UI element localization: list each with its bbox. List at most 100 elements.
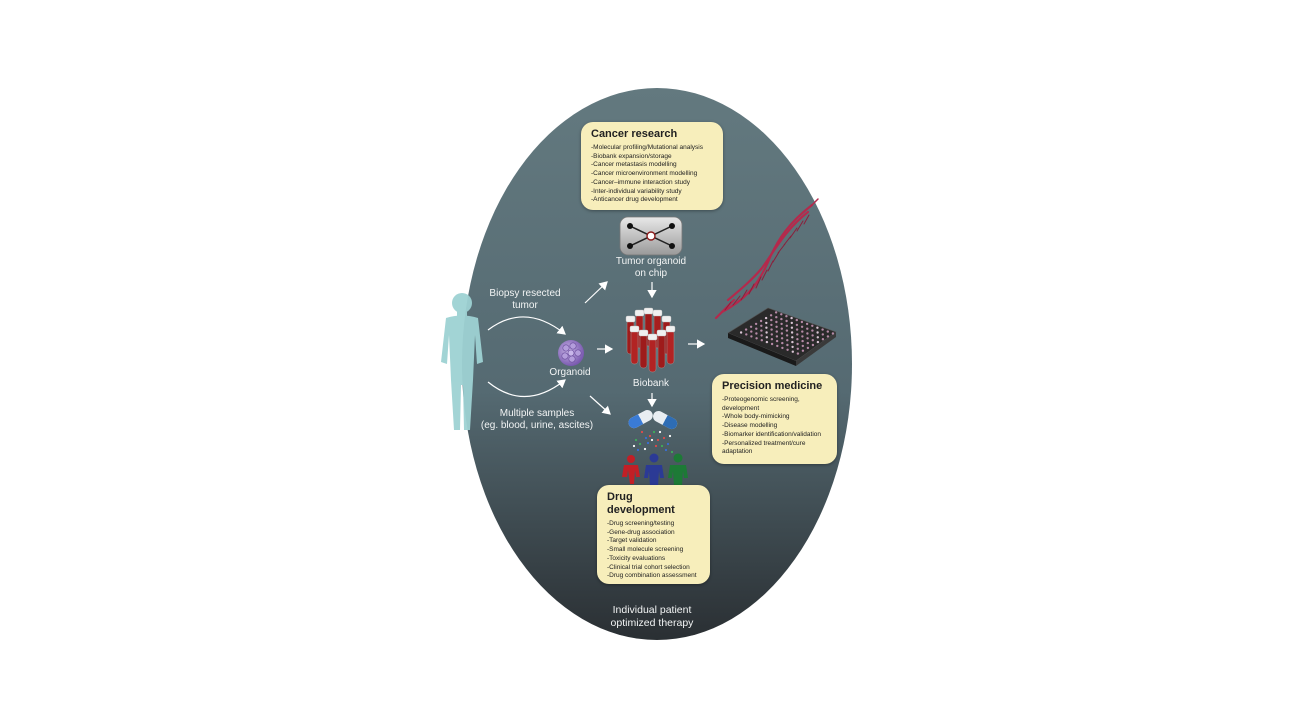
microplate-well bbox=[775, 330, 778, 333]
microplate-well bbox=[780, 327, 783, 330]
list-item: -Biomarker identification/validation bbox=[722, 430, 821, 438]
microplate-well bbox=[780, 322, 783, 326]
label-biobank: Biobank bbox=[632, 378, 670, 389]
microplate-wells bbox=[739, 311, 835, 355]
microplate-well bbox=[770, 323, 773, 327]
microplate-well bbox=[831, 332, 835, 335]
label-chip: Tumor organoid on chip bbox=[615, 256, 687, 279]
microplate-well bbox=[764, 316, 768, 320]
list-item: -Target validation bbox=[607, 537, 657, 545]
drug-particles bbox=[632, 430, 674, 454]
background-ellipse bbox=[462, 88, 852, 640]
microplate-well bbox=[816, 340, 820, 344]
microplate-well bbox=[780, 313, 783, 316]
microplate-well bbox=[770, 318, 773, 322]
list-item: -Proteogenomic screening, development bbox=[722, 396, 800, 412]
microplate-well bbox=[749, 325, 753, 328]
microplate-well bbox=[781, 341, 784, 345]
microplate-well bbox=[786, 343, 789, 347]
microplate-well bbox=[821, 333, 824, 336]
drug-development-box: Drug development -Drug screening/testing… bbox=[597, 485, 710, 584]
drug-particle bbox=[656, 438, 660, 442]
list-item: -Small molecule screening bbox=[607, 546, 684, 554]
list-item: -Personalized treatment/cure adaptation bbox=[722, 439, 806, 456]
arrow-to-chip bbox=[584, 281, 608, 304]
microplate-well bbox=[760, 334, 763, 337]
microplate-well bbox=[754, 322, 758, 326]
drug-particle bbox=[668, 434, 672, 438]
microplate-well bbox=[785, 329, 789, 332]
microplate-well bbox=[796, 338, 799, 341]
drug-particle bbox=[666, 442, 670, 446]
patient-blue bbox=[644, 453, 664, 486]
microplate-well bbox=[816, 326, 819, 329]
microplate-well bbox=[805, 322, 809, 326]
microplate-well bbox=[826, 330, 829, 333]
drug-particle bbox=[658, 430, 662, 434]
list-item: -Biobank expansion/storage bbox=[591, 152, 672, 160]
drug-particle bbox=[654, 444, 658, 448]
microplate-well bbox=[776, 344, 779, 348]
drug-particle bbox=[664, 448, 668, 452]
cancer-research-title: Cancer research bbox=[591, 128, 678, 140]
microplate-well bbox=[765, 340, 769, 344]
microplate-well bbox=[750, 335, 753, 338]
drug-particle bbox=[643, 447, 647, 451]
microplate-well bbox=[795, 323, 799, 327]
microplate-well bbox=[811, 334, 814, 337]
microplate-well bbox=[801, 349, 805, 352]
microplate-well bbox=[806, 346, 810, 350]
microplate-well bbox=[795, 328, 799, 331]
microplate-well bbox=[785, 315, 788, 318]
microplate-well bbox=[826, 335, 830, 338]
microplate-well bbox=[739, 331, 743, 334]
arrow-to-drugs bbox=[589, 395, 611, 415]
precision-medicine-title: Precision medicine bbox=[722, 380, 823, 392]
microplate-well bbox=[796, 333, 799, 336]
patients-icon bbox=[622, 453, 688, 486]
microplate-well bbox=[744, 328, 748, 331]
microplate-well bbox=[796, 342, 799, 346]
microplate-well bbox=[745, 333, 748, 336]
drug-particle bbox=[662, 436, 666, 440]
microplate-well bbox=[821, 328, 824, 331]
label-organoid: Organoid bbox=[549, 367, 591, 378]
microplate-well bbox=[816, 331, 819, 334]
microplate-well bbox=[775, 335, 779, 338]
microplate-well bbox=[780, 317, 783, 321]
microplate-well bbox=[770, 342, 774, 346]
microplate-well bbox=[769, 314, 773, 317]
list-item: -Whole body-mimicking bbox=[722, 413, 790, 421]
microplate-well bbox=[765, 326, 768, 329]
microplate-well bbox=[795, 318, 798, 322]
human-silhouette-icon bbox=[441, 293, 483, 430]
biobank-tubes-icon bbox=[625, 307, 676, 373]
drug-particle bbox=[646, 441, 650, 445]
list-item: -Anticancer drug development bbox=[591, 196, 678, 204]
drug-particle bbox=[660, 444, 664, 448]
microplate-well bbox=[790, 316, 793, 320]
microplate-well bbox=[780, 332, 784, 335]
label-biopsy: Biopsy resected tumor bbox=[489, 288, 561, 311]
microplate-well bbox=[791, 350, 794, 353]
arrow-biopsy bbox=[487, 316, 566, 335]
microplate-well bbox=[791, 340, 794, 344]
patient-green bbox=[668, 453, 688, 486]
drug-development-list: -Drug screening/testing -Gene-drug assoc… bbox=[607, 520, 700, 581]
list-item: -Molecular profiling/Mutational analysis bbox=[591, 144, 703, 151]
list-item: -Drug combination assessment bbox=[607, 572, 697, 580]
list-item: -Toxicity evaluations bbox=[607, 554, 666, 562]
drug-particle bbox=[648, 434, 652, 438]
microplate-well bbox=[760, 324, 763, 327]
precision-medicine-list: -Proteogenomic screening, development -W… bbox=[722, 396, 827, 457]
drug-particle bbox=[632, 444, 636, 448]
microplate-well bbox=[770, 333, 773, 336]
drug-particle bbox=[670, 450, 674, 454]
list-item: -Inter-individual variability study bbox=[591, 187, 682, 195]
microplate-well bbox=[775, 325, 778, 328]
microplate-well bbox=[760, 339, 763, 342]
microplate-well bbox=[791, 345, 794, 349]
drug-particle bbox=[644, 436, 648, 440]
capsule-icon bbox=[628, 410, 678, 454]
